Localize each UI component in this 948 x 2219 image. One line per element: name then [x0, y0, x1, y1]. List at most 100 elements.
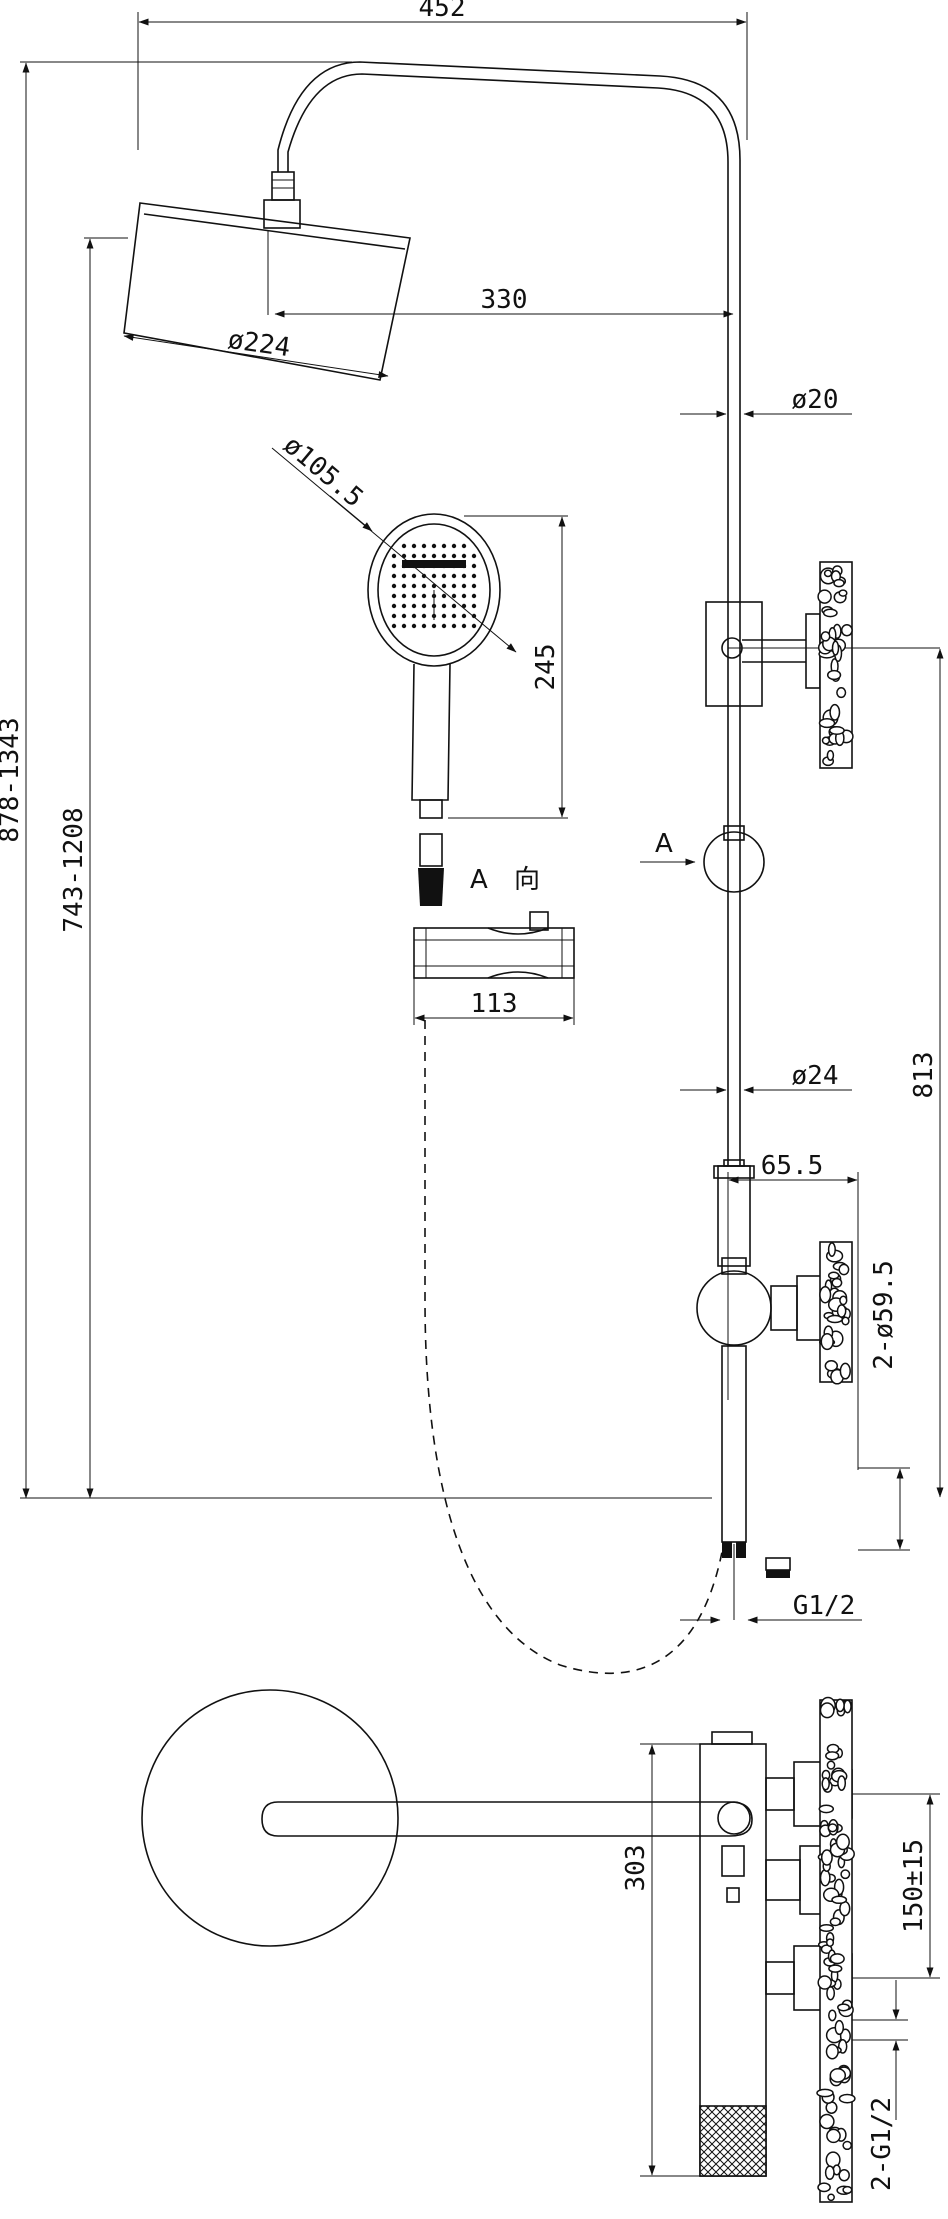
nozzle-dot — [401, 573, 407, 579]
wall-pebble — [822, 608, 838, 618]
wall-pebble — [839, 1362, 851, 1380]
valve-wall-texture — [819, 1242, 851, 1385]
nozzle-dot — [451, 623, 457, 629]
bracket-spacing-label: 813 — [909, 1052, 939, 1099]
nozzle-dot — [411, 593, 417, 599]
nozzle-dot — [401, 613, 407, 619]
nozzle-dot — [431, 623, 437, 629]
nozzle-dot — [411, 573, 417, 579]
arm-reach-dimension: 330 — [274, 285, 734, 318]
wall-pebble — [840, 624, 853, 637]
wall-pebble — [833, 578, 845, 588]
sliding-holder-detail — [413, 911, 575, 979]
nozzle-dot — [471, 553, 477, 559]
nozzle-dot — [461, 623, 467, 629]
wall-pebble — [829, 703, 841, 721]
nozzle-dot — [421, 573, 427, 579]
rain-shower-head — [123, 171, 411, 381]
nozzle-dot — [421, 623, 427, 629]
nozzle-dot — [421, 613, 427, 619]
wall-pebble — [818, 718, 836, 729]
wall-pebble — [819, 1285, 832, 1304]
wall-pebble — [836, 687, 847, 699]
view-a-caption: A 向 — [470, 865, 540, 895]
nozzle-dot — [391, 593, 397, 599]
nozzle-dot — [411, 613, 417, 619]
nozzle-dot — [411, 623, 417, 629]
handshower-diameter-dimension: ø105.5 — [271, 430, 517, 653]
inlet-spacing-label: 150±15 — [899, 1839, 929, 1933]
wall-pebble — [840, 1869, 851, 1880]
wall-pebble — [835, 1833, 850, 1851]
wall-pebble — [824, 1360, 839, 1372]
wall-pebble — [829, 1917, 841, 1927]
wall-pebble — [842, 2140, 853, 2151]
wall-pebble — [816, 2088, 834, 2098]
wall-pebble — [828, 1964, 843, 1973]
wall-pebble — [838, 2168, 850, 2182]
nozzle-dot — [461, 543, 467, 549]
wall-pebble — [835, 1698, 845, 1713]
rain-head-top-view — [141, 1689, 399, 1947]
wall-pebble — [827, 2193, 835, 2202]
hand-shower-nozzles — [391, 543, 477, 629]
wall-pebble — [834, 2019, 845, 2036]
total-height-dimension: 878-1343 — [0, 61, 352, 1499]
nozzle-dot — [411, 583, 417, 589]
wall-escutcheon-dimension: 2-ø59.5 — [858, 1260, 910, 1551]
wall-pebble — [825, 2043, 839, 2060]
nozzle-dot — [441, 553, 447, 559]
valve-height-label: 303 — [621, 1845, 651, 1892]
wall-pebble — [839, 1295, 848, 1306]
inlet-spacing-dimension: 150±15 — [852, 1793, 940, 1979]
wall-pebble — [831, 1895, 848, 1905]
hand-shower — [367, 513, 501, 906]
view-a-caption-letter: A — [470, 865, 488, 895]
wall-pebble — [820, 631, 831, 642]
front-view: 452 878-1343 743-1208 — [0, 0, 944, 1675]
wall-pebble — [841, 1316, 850, 1326]
nozzle-dot — [421, 553, 427, 559]
nozzle-dot — [441, 623, 447, 629]
wall-pebble — [821, 1777, 830, 1791]
nozzle-dot — [451, 553, 457, 559]
wall-pebble — [831, 1277, 843, 1288]
wall-pebble — [817, 589, 832, 604]
nozzle-dot — [451, 603, 457, 609]
head-diameter-dimension: ø224 — [123, 325, 389, 379]
handshower-diameter-label: ø105.5 — [278, 430, 369, 513]
nozzle-dot — [401, 543, 407, 549]
nozzle-dot — [391, 603, 397, 609]
view-direction-label: 向 — [514, 865, 540, 895]
handshower-length-dimension: 245 — [448, 515, 568, 819]
holder-width-label: 113 — [471, 989, 518, 1019]
nozzle-dot — [401, 583, 407, 589]
nozzle-dot — [461, 573, 467, 579]
inlet-thread-pair-dimension: 2-G1/2 — [852, 1980, 908, 2191]
wall-pebble — [817, 2182, 831, 2193]
holder-width-dimension: 113 — [413, 978, 575, 1025]
nozzle-dot — [461, 613, 467, 619]
nozzle-dot — [461, 603, 467, 609]
total-height-label: 878-1343 — [0, 717, 25, 842]
nozzle-dot — [471, 573, 477, 579]
wall-pebble — [820, 1333, 834, 1351]
wall-pebble — [824, 2165, 835, 2181]
lower-pipe-diameter-label: ø24 — [792, 1061, 839, 1091]
wall-pebble — [829, 2068, 847, 2083]
wall-pebble — [819, 1702, 835, 1719]
wall-pebble — [828, 726, 845, 735]
nozzle-dot — [451, 573, 457, 579]
wall-pebble — [838, 2093, 856, 2104]
nozzle-dot — [461, 553, 467, 559]
wall-pebble — [825, 1751, 840, 1761]
wall-pebble — [826, 749, 835, 761]
nozzle-dot — [401, 603, 407, 609]
wall-pebble — [837, 2003, 850, 2012]
nozzle-dot — [431, 573, 437, 579]
wall-pebble — [825, 1938, 835, 1947]
upper-wall-texture — [817, 565, 854, 767]
top-view-wall-texture — [816, 1696, 856, 2202]
wall-pebble — [838, 589, 848, 597]
top-view: 303 150±15 2-G1/2 — [141, 1689, 940, 2203]
